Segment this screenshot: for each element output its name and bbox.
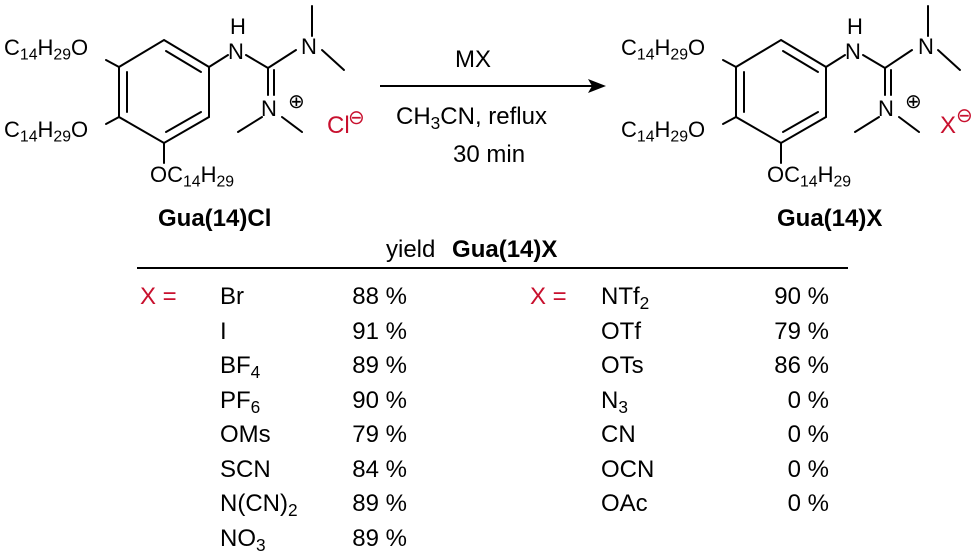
product-plus-charge: ⊕ [905, 91, 922, 113]
right-yield-0: 90 % [774, 283, 829, 310]
left-anion-4: OMs [220, 421, 271, 448]
reactant-substituent-top: C14H29O [4, 35, 89, 64]
right-anion-2: OTs [601, 352, 644, 379]
product-nh-n: N [845, 39, 861, 64]
reactant-nh-h: H [230, 14, 246, 39]
right-yield-4: 0 % [787, 421, 829, 448]
right-anion-1: OTf [601, 317, 641, 345]
product-minus-charge: ⊖ [956, 105, 973, 127]
right-anion-3: N3 [601, 386, 628, 417]
reaction-arrow [380, 79, 606, 93]
reactant-plus-charge: ⊕ [288, 91, 305, 113]
left-yield-2: 89 % [352, 352, 407, 379]
reactant-nme2-n: N [301, 34, 317, 59]
solvent-label: CH3CN, reflux [396, 103, 547, 133]
product-substituent-top: C14H29O [621, 35, 706, 64]
left-anion-1: I [220, 317, 227, 345]
reactant-skeleton [105, 5, 345, 164]
reactant-substituent-bottom: OC14H29 [150, 162, 235, 191]
right-anion-6: OAc [601, 490, 648, 517]
time-label: 30 min [453, 141, 526, 168]
right-yield-6: 0 % [787, 490, 829, 517]
product-nme2-n: N [918, 34, 934, 59]
right-anion-4: CN [601, 421, 636, 448]
left-yield-5: 84 % [352, 455, 407, 483]
reactant-minus-charge: ⊖ [348, 107, 365, 129]
right-yield-2: 86 % [774, 352, 829, 379]
table-header: yield Gua(14)X [386, 238, 557, 262]
left-yield-6: 89 % [352, 490, 407, 517]
right-yield-3: 0 % [787, 386, 829, 414]
left-yield-1: 91 % [352, 317, 407, 345]
reactant-substituent-middle: C14H29O [4, 117, 89, 146]
right-anion-0: NTf2 [601, 283, 650, 313]
product-nh-h: H [847, 14, 863, 39]
left-yield-3: 90 % [352, 386, 407, 414]
left-anion-7: NO3 [220, 524, 266, 554]
reactant-label: Gua(14)Cl [158, 205, 272, 232]
reactant-iminium-n: N [261, 96, 277, 121]
product-skeleton [722, 5, 961, 164]
reactant-nh-n: N [228, 39, 244, 64]
product-label: Gua(14)X [777, 205, 883, 232]
left-anion-5: SCN [220, 455, 271, 483]
table-header-compound: Gua(14)X [452, 236, 558, 263]
reagent-label: MX [455, 46, 491, 73]
left-yield-0: 88 % [352, 283, 407, 310]
left-anion-2: BF4 [220, 352, 261, 382]
x-label-left: X = [140, 283, 177, 310]
product-iminium-n: N [878, 96, 894, 121]
left-anion-6: N(CN)2 [220, 490, 298, 520]
right-anion-5: OCN [601, 455, 655, 483]
right-yield-1: 79 % [774, 317, 829, 345]
left-yield-7: 89 % [352, 524, 407, 552]
product-substituent-bottom: OC14H29 [767, 162, 852, 191]
product-substituent-middle: C14H29O [621, 117, 706, 146]
right-yield-5: 0 % [787, 455, 829, 483]
table-header-prefix: yield [386, 236, 436, 263]
x-label-right: X = [530, 283, 567, 310]
reactant-counter-ion: Cl [327, 112, 350, 139]
left-anion-0: Br [220, 283, 244, 310]
product-counter-ion: X [940, 112, 957, 139]
left-yield-4: 79 % [352, 421, 407, 448]
left-anion-3: PF6 [220, 386, 261, 417]
